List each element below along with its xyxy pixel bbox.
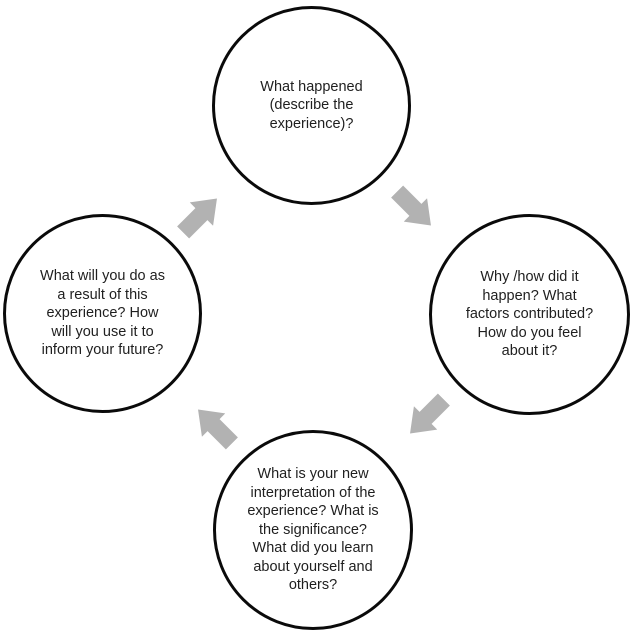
arrow-bottom-to-left-icon: [186, 398, 243, 455]
arrow-right-to-bottom-icon: [398, 388, 455, 445]
node-future-action-label: What will you do as a result of this exp…: [40, 268, 165, 359]
node-why-how: Why /how did it happen? What factors con…: [429, 214, 630, 415]
block-arrow-shape: [391, 185, 431, 226]
block-arrow-shape: [177, 198, 217, 239]
node-interpretation: What is your new interpretation of the e…: [213, 430, 413, 630]
node-why-how-label: Why /how did it happen? What factors con…: [465, 269, 594, 360]
node-what-happened: What happened (describe the experience)?: [212, 6, 411, 205]
node-interpretation-label: What is your new interpretation of the e…: [247, 466, 379, 594]
node-what-happened-label: What happened (describe the experience)?: [260, 78, 363, 132]
arrow-left-to-top-icon: [171, 187, 228, 244]
block-arrow-shape: [198, 409, 238, 450]
block-arrow-shape: [410, 393, 450, 434]
node-future-action: What will you do as a result of this exp…: [3, 214, 202, 413]
arrow-top-to-right-icon: [385, 180, 442, 237]
